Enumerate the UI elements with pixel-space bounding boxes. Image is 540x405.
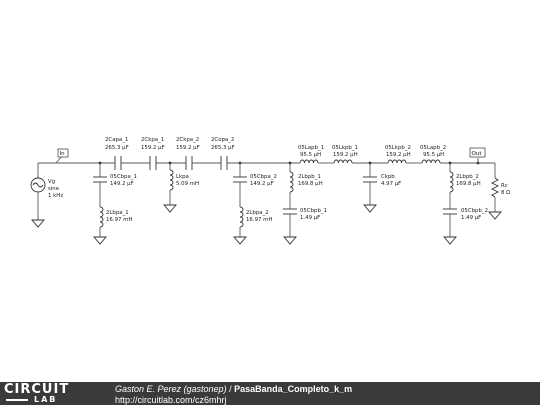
component-value: 1.49 µF [461,215,481,221]
circuit-title: PasaBanda_Completo_k_m [234,384,353,394]
footer-bar: CIRCUIT LAB Gaston E. Perez (gastonep) /… [0,382,540,405]
ground-icon [443,236,457,245]
capacitor-2copa-2[interactable]: 2Copa_2 265.3 µF [211,137,235,170]
logo-text-top: CIRCUIT [4,382,70,397]
inductor-05lapb-1[interactable]: 05Lapb_1 95.5 µH [298,145,324,164]
component-name: 2Ckpa_1 [141,137,164,143]
component-name: 05Cbpa_2 [250,174,277,180]
ground-icon [31,219,45,228]
component-name: 2Lbpa_2 [246,210,269,216]
component-value: 16.97 mH [246,217,272,223]
shunt-branch-1: 05Cbpa_1 149.2 µF 2Lbpa_1 16.97 mH [93,161,137,245]
component-value: 1.49 µF [300,215,320,221]
source-type: sine [48,186,60,192]
shunt-branch-2: 05Cbpa_2 149.2 µF 2Lbpa_2 16.97 mH [233,161,277,245]
circuitlab-logo[interactable]: CIRCUIT LAB [4,383,94,405]
ground-icon [163,204,177,213]
inductor-05lkpb-2[interactable]: 05Lkpb_2 159.2 µH [385,145,411,164]
capacitor-2ckpa-1[interactable]: 2Ckpa_1 159.2 µF [141,137,165,170]
component-value: 169.8 µH [298,181,323,187]
component-value: 265.3 µF [211,145,235,151]
component-name: 05Cbpa_1 [110,174,137,180]
inductor-lkpa[interactable]: Lkpa 5.09 mH [169,169,199,191]
svg-text:In: In [60,151,66,157]
ground-icon [93,236,107,245]
capacitor-2capa-1[interactable]: 2Capa_1 265.3 µF [105,137,129,170]
component-value: 95.5 µH [423,152,444,158]
author-line: Gaston E. Perez (gastonep) / PasaBanda_C… [115,384,352,394]
inductor-2lbpb-2[interactable]: 2Lbpb_2 169.8 µH [449,171,481,193]
inductor-2lbpa-1[interactable]: 2Lbpa_1 16.97 mH [99,206,132,228]
title-separator: / [226,384,235,394]
inductor-05lapb-2[interactable]: 05Lapb_2 95.5 µH [420,145,446,164]
component-name: Lkpa [176,174,189,180]
circuit-url-link[interactable]: http://circuitlab.com/cz6mhrj [115,395,227,405]
component-value: 159.2 µH [333,152,358,158]
component-name: Ckpb [381,174,395,180]
component-value: 159.2 µF [176,145,200,151]
component-name: 05Lapb_2 [420,145,446,151]
component-name: 2Lbpb_2 [456,174,479,180]
component-name: 05Cbpb_1 [300,208,327,214]
component-value: 4.97 µF [381,181,401,187]
resistor-rc[interactable]: Rc 8 Ω [488,163,510,220]
ground-icon [283,236,297,245]
component-name: 2Ckpa_2 [176,137,199,143]
component-value: 169.8 µH [456,181,481,187]
shunt-branch-ckpb: Ckpb 4.97 µF [363,161,401,213]
component-value: 159.2 µH [386,152,411,158]
component-value: 5.09 mH [176,181,199,187]
logo-text-bottom: LAB [34,395,58,404]
component-name: 2Copa_2 [211,137,234,143]
component-value: 8 Ω [501,190,510,196]
capacitor-2ckpa-2[interactable]: 2Ckpa_2 159.2 µF [176,137,200,170]
ground-icon [363,204,377,213]
shunt-branch-3: 2Lbpb_1 169.8 µH 05Cbpb_1 1.49 µF [283,161,327,245]
component-name: 05Lapb_1 [298,145,324,151]
ground-icon [233,236,247,245]
inductor-2lbpa-2[interactable]: 2Lbpa_2 16.97 mH [239,206,272,228]
component-value: 95.5 µH [300,152,321,158]
component-value: 265.3 µF [105,145,129,151]
component-name: 2Lbpb_1 [298,174,321,180]
component-name: Rc [501,183,508,189]
output-port-flag[interactable]: Out [469,147,486,165]
component-value: 149.2 µF [250,181,274,187]
shunt-branch-4: 2Lbpb_2 169.8 µH 05Cbpb_2 1.49 µF [443,161,488,245]
component-value: 149.2 µF [110,181,134,187]
component-name: 2Capa_1 [105,137,128,143]
circuit-schematic: Vg sine 1 kHz In 2Capa_1 265.3 µF 2Ckpa_… [30,137,510,245]
component-name: 2Lbpa_1 [106,210,129,216]
input-port-flag[interactable]: In [55,148,69,164]
author-name[interactable]: Gaston E. Perez (gastonep) [115,384,227,394]
component-name: 05Lkpb_1 [332,145,358,151]
source-name: Vg [48,179,55,185]
inductor-2lbpb-1[interactable]: 2Lbpb_1 169.8 µH [289,171,323,193]
inductor-05lkpb-1[interactable]: 05Lkpb_1 159.2 µH [332,145,358,164]
component-name: 05Cbpb_2 [461,208,488,214]
component-value: 159.2 µF [141,145,165,151]
ground-icon [488,211,502,220]
shunt-branch-lkpa: Lkpa 5.09 mH [163,161,199,213]
voltage-source-vg[interactable]: Vg sine 1 kHz [30,163,63,228]
logo-bar-icon [6,399,28,401]
component-name: 05Lkpb_2 [385,145,411,151]
capacitor-ckpb[interactable]: Ckpb 4.97 µF [363,174,401,187]
svg-text:Out: Out [472,151,483,157]
source-frequency: 1 kHz [48,193,63,199]
component-value: 16.97 mH [106,217,132,223]
